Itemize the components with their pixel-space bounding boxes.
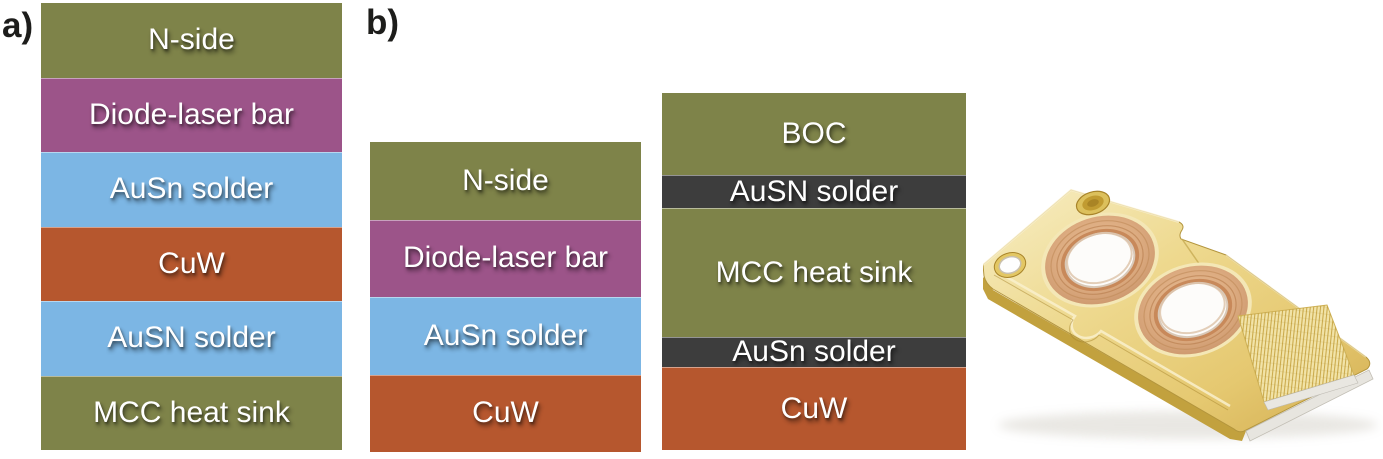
- layer-label: MCC heat sink: [715, 255, 913, 289]
- layer-label: AuSn solder: [423, 318, 588, 352]
- panel-b-label: b): [366, 3, 400, 42]
- photo-shadow: [998, 411, 1378, 439]
- layer-boc: BOC: [662, 93, 966, 175]
- photo-side-edge: [983, 275, 1246, 441]
- panel-a-label: a): [2, 6, 34, 45]
- layer-label: Diode-laser bar: [402, 241, 609, 275]
- layer-cuw: CuW: [662, 367, 966, 450]
- layer-label: N-side: [462, 163, 549, 197]
- photo-cooling-port-1: [1041, 212, 1159, 308]
- photo-wire-bonds: [1237, 304, 1359, 411]
- layer-mcc-heat-sink: MCC heat sink: [41, 375, 342, 450]
- layer-diode-laser-bar: Diode-laser bar: [370, 219, 641, 297]
- layer-ausn-solder-2: AuSn solder: [662, 335, 966, 368]
- photo-bevel-highlight-right: [1225, 254, 1367, 358]
- layer-mcc-heat-sink: MCC heat sink: [662, 208, 966, 337]
- photo-step-shadow: [993, 274, 1229, 411]
- layer-label: BOC: [781, 117, 847, 150]
- layer-label: N-side: [148, 23, 235, 57]
- stack-b-laser: N-side Diode-laser bar AuSn solder CuW: [370, 142, 641, 452]
- photo-cooling-port-2: [1134, 262, 1252, 358]
- layer-label: AuSn solder: [109, 172, 274, 206]
- layer-label: CuW: [158, 246, 225, 280]
- layer-label: CuW: [472, 396, 539, 430]
- layer-ausn-solder: AuSn solder: [41, 152, 342, 227]
- layer-ausn-solder: AuSn solder: [370, 297, 641, 375]
- stack-a: N-side Diode-laser bar AuSn solder CuW A…: [41, 3, 342, 450]
- layer-cuw: CuW: [41, 226, 342, 301]
- layer-diode-laser-bar: Diode-laser bar: [41, 77, 342, 152]
- photo-mounting-hole-left: [993, 252, 1027, 278]
- layer-n-side: N-side: [370, 142, 641, 220]
- layer-label: AuSn solder: [732, 335, 896, 368]
- photo-bevel-highlight: [983, 188, 1180, 266]
- layer-label: Diode-laser bar: [88, 97, 295, 131]
- layer-label: CuW: [780, 391, 848, 425]
- photo-mounting-hole-top: [1075, 190, 1111, 216]
- layer-ausn-solder-2: AuSN solder: [41, 301, 342, 376]
- stack-b-carrier: BOC AuSN solder MCC heat sink AuSn solde…: [662, 93, 966, 450]
- layer-cuw: CuW: [370, 374, 641, 452]
- layer-n-side: N-side: [41, 3, 342, 78]
- layer-ausn-solder: AuSN solder: [662, 175, 966, 208]
- layer-label: AuSN solder: [729, 174, 899, 208]
- mcc-heat-sink-photo: [983, 188, 1378, 442]
- layer-label: AuSN solder: [107, 321, 276, 355]
- layer-label: MCC heat sink: [93, 395, 290, 429]
